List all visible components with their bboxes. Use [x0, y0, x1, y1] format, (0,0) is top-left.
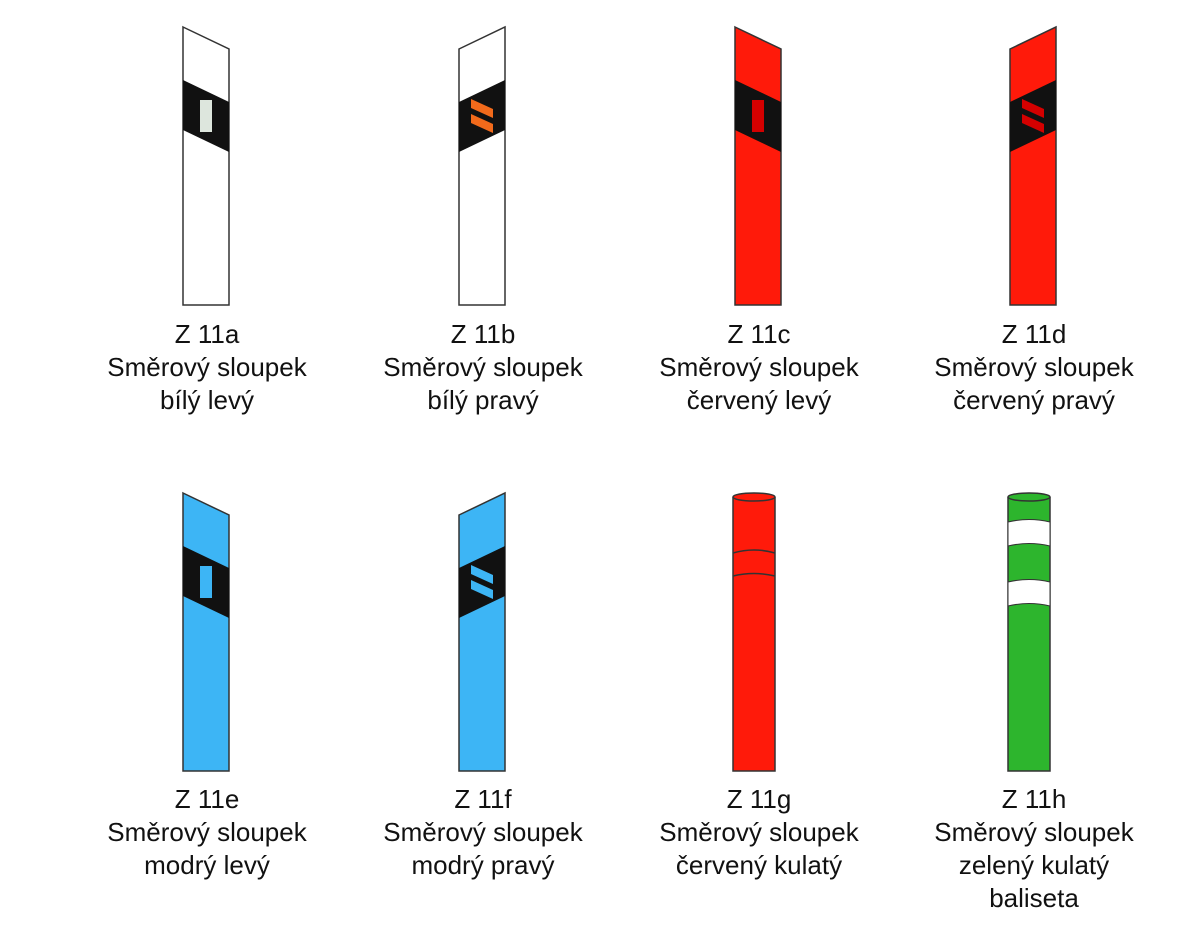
post-illustration: [182, 25, 230, 306]
post-top: [732, 492, 776, 502]
post-body: [458, 491, 506, 772]
post-illustration: [458, 491, 506, 772]
post-illustration: [182, 491, 230, 772]
post-body: [734, 25, 782, 306]
post-body: [182, 25, 230, 306]
post-label-line2: bílý pravý: [427, 385, 539, 415]
reflector: [200, 100, 212, 132]
post-label-line2: červený levý: [686, 385, 832, 415]
post-body: [732, 497, 776, 772]
reflective-band: [1007, 519, 1051, 547]
reflector: [200, 566, 212, 598]
post-code: Z 11g: [726, 784, 792, 814]
post-body: [1009, 25, 1057, 306]
post-label-line1: Směrový sloupek: [934, 817, 1134, 847]
post-body: [182, 491, 230, 772]
reflector-upper: [471, 565, 493, 584]
post-code: Z 11a: [174, 319, 240, 349]
reflector-lower: [1022, 114, 1044, 133]
post-label-line1: Směrový sloupek: [659, 817, 859, 847]
reflector: [752, 100, 764, 132]
post-label-line2: modrý pravý: [411, 850, 555, 880]
post-body: [1007, 497, 1051, 772]
post-label-line1: Směrový sloupek: [934, 352, 1134, 382]
post-code: Z 11e: [174, 784, 240, 814]
reflector-band: [459, 80, 505, 152]
post-label-line3: baliseta: [989, 883, 1079, 913]
post-illustration: [458, 25, 506, 306]
reflector-upper: [1022, 99, 1044, 118]
post-illustration: [734, 25, 782, 306]
reflector-lower: [471, 580, 493, 599]
post-top: [1007, 492, 1051, 502]
reflector-band: [459, 546, 505, 618]
post-label-line2: červený pravý: [953, 385, 1115, 415]
post-code: Z 11f: [454, 784, 512, 814]
post-illustration: [1009, 25, 1057, 306]
post-label-line1: Směrový sloupek: [659, 352, 859, 382]
post-label-line2: červený kulatý: [675, 850, 843, 880]
post-label-line2: modrý levý: [144, 850, 270, 880]
reflective-band: [1007, 579, 1051, 607]
post-code: Z 11b: [450, 319, 516, 349]
post-code: Z 11h: [1001, 784, 1067, 814]
post-label-line1: Směrový sloupek: [383, 817, 583, 847]
band-line: [732, 549, 776, 554]
reflector-band: [1010, 80, 1056, 152]
post-label-line1: Směrový sloupek: [107, 817, 307, 847]
post-label-line1: Směrový sloupek: [107, 352, 307, 382]
post-label-line2: bílý levý: [160, 385, 254, 415]
reflector-upper: [471, 99, 493, 118]
post-illustration: [1007, 492, 1051, 772]
band-line: [732, 572, 776, 577]
post-label-line1: Směrový sloupek: [383, 352, 583, 382]
post-code: Z 11c: [727, 319, 791, 349]
post-illustration: [732, 492, 776, 772]
reflector-lower: [471, 114, 493, 133]
post-code: Z 11d: [1001, 319, 1067, 349]
post-body: [458, 25, 506, 306]
post-label-line2: zelený kulatý: [958, 850, 1110, 880]
